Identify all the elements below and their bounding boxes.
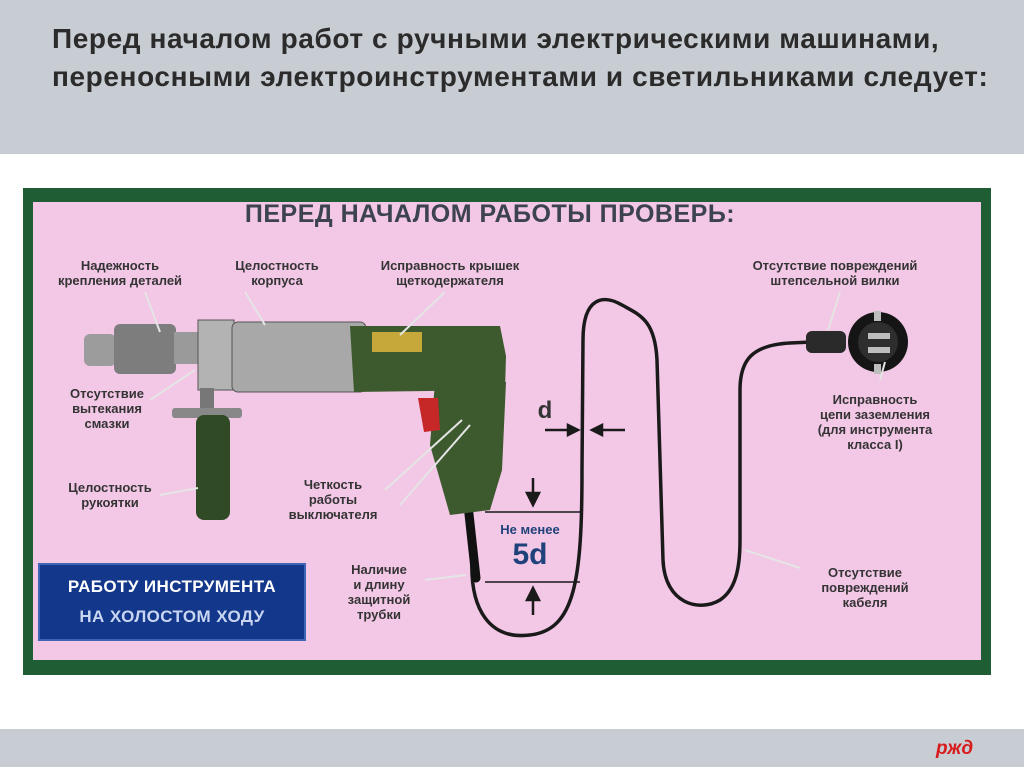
label-plug: Отсутствие повреждений штепсельной вилки <box>752 258 918 288</box>
label-housing: Целостность корпуса <box>235 258 319 288</box>
rzd-logo: ржд <box>936 738 974 759</box>
label-brush-covers: Исправность крышек щеткодержателя <box>380 258 520 288</box>
idle-box-line2: НА ХОЛОСТОМ ХОДУ <box>79 607 265 626</box>
trigger-switch <box>418 398 440 432</box>
leader-lines <box>144 291 886 581</box>
idle-box-line1: РАБОТУ ИНСТРУМЕНТА <box>67 577 277 596</box>
label-d: d <box>537 397 553 424</box>
drill-chuck <box>84 319 235 391</box>
brush-cover <box>372 332 422 352</box>
label-cable: Отсутствие повреждений кабеля <box>821 565 909 610</box>
pistol-grip <box>430 382 506 515</box>
arrow-icon <box>485 422 625 615</box>
label-grease: Отсутствие вытекания смазки <box>70 386 144 431</box>
drill-housing <box>231 321 367 393</box>
label-5d: 5d <box>512 538 548 571</box>
side-handle <box>172 388 242 520</box>
label-grounding: Исправность цепи заземления (для инструм… <box>817 392 933 452</box>
power-cable <box>470 297 813 638</box>
plug-icon <box>806 311 908 374</box>
label-handle: Целостность рукоятки <box>68 480 152 510</box>
protective-tube <box>463 500 481 583</box>
label-switch: Четкость работы выключателя <box>288 477 378 522</box>
slide-header <box>0 0 1024 154</box>
slide-footer <box>0 729 1024 767</box>
idle-run-box: РАБОТУ ИНСТРУМЕНТА НА ХОЛОСТОМ ХОДУ <box>38 563 306 641</box>
poster-heading: ПЕРЕД НАЧАЛОМ РАБОТЫ ПРОВЕРЬ: <box>244 200 736 228</box>
slide-title: Перед началом работ с ручными электричес… <box>52 23 989 92</box>
label-tube: Наличие и длину защитной трубки <box>347 562 411 622</box>
label-not-less: Не менее <box>500 522 560 537</box>
label-fastening: Надежность крепления деталей <box>57 258 183 288</box>
